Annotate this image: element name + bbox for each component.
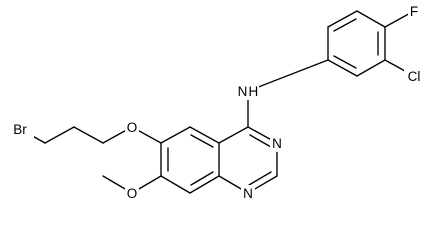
- bond-c4-n3-inner: [249, 134, 272, 148]
- molecular-structure-diagram: Br O O N H N N F Cl: [6, 3, 425, 202]
- bond-nh-c1p: [247, 59, 329, 92]
- nh-label-bg: [237, 83, 259, 100]
- bond-c3p-c4p: [356, 10, 386, 28]
- atom-label-methoxy-oxygen: O: [127, 186, 138, 201]
- bond-c5p-c6p: [356, 59, 386, 77]
- bond-c6p-c1p: [327, 59, 358, 77]
- atom-label-amine-nh: N H: [238, 84, 259, 99]
- bond-c2-n1-inner: [248, 171, 272, 186]
- bond-c6p-c1p-inner: [333, 55, 357, 69]
- atom-label-n1: N: [243, 186, 253, 201]
- atom-label-fluorine: F: [410, 4, 418, 19]
- bond-c8a-c8: [189, 175, 220, 194]
- bond-c5-c4a: [189, 126, 220, 144]
- bond-c8-c7: [160, 175, 191, 194]
- methoxy-o-label-bg: [125, 185, 139, 202]
- cl-label-bg: [404, 68, 425, 85]
- atom-label-n3: N: [272, 136, 282, 151]
- bond-c2p-c3p: [327, 10, 358, 28]
- n3-label-bg: [270, 135, 284, 152]
- bond-c2-c3: [73, 126, 104, 144]
- ether-o-label-bg: [125, 119, 139, 136]
- atom-label-br: Br: [13, 122, 27, 137]
- f-label-bg: [408, 3, 421, 20]
- atom-label-chlorine: Cl: [408, 69, 421, 84]
- atom-label-ether-oxygen: O: [127, 120, 138, 135]
- bond-c2p-c3p-inner: [333, 18, 357, 32]
- bond-c1-c2: [44, 126, 75, 144]
- atom-label-layer: Br O O N H N N F Cl: [6, 3, 425, 202]
- bond-layer: [19, 10, 415, 194]
- bond-c6-c5: [160, 126, 191, 144]
- n1-label-bg: [241, 185, 255, 202]
- bond-c4a-c4: [218, 126, 249, 144]
- br-label-bg: [6, 121, 34, 138]
- bond-c8a-c8-inner: [190, 171, 214, 186]
- bond-c5-c4a-inner: [190, 134, 214, 148]
